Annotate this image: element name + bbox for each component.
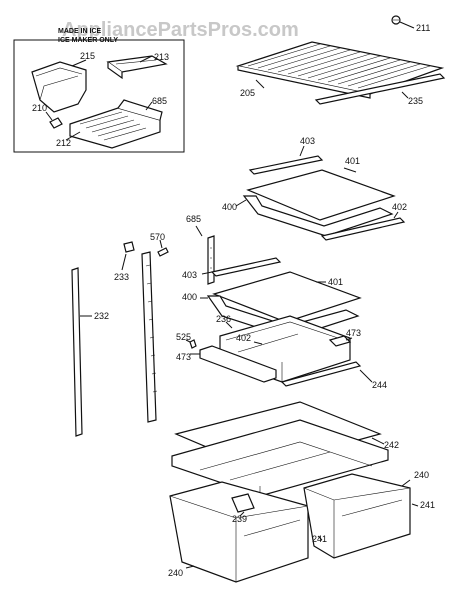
label-236: 236 bbox=[216, 314, 231, 324]
watermark-text: AppliancePartsPros.com bbox=[62, 19, 299, 41]
label-233: 233 bbox=[114, 272, 129, 282]
part-215-ice-bin bbox=[31, 61, 87, 113]
label-403-upper: 403 bbox=[300, 136, 315, 146]
label-235: 235 bbox=[408, 96, 423, 106]
part-212-rack bbox=[69, 99, 163, 149]
part-402-upper-trim bbox=[320, 217, 406, 241]
part-685-bracket bbox=[207, 235, 215, 285]
part-244-rail bbox=[280, 361, 362, 387]
part-403-upper-rail bbox=[248, 155, 324, 175]
label-211: 211 bbox=[416, 23, 430, 33]
part-401-upper-glass bbox=[246, 169, 396, 221]
part-239-divider bbox=[231, 493, 255, 513]
label-525: 525 bbox=[176, 332, 191, 342]
label-401-upper: 401 bbox=[345, 156, 360, 166]
part-400-upper-frame bbox=[242, 195, 394, 237]
label-239: 239 bbox=[232, 514, 247, 524]
label-241-left: 241 bbox=[312, 534, 327, 544]
part-211-cap bbox=[391, 15, 401, 25]
label-244: 244 bbox=[372, 380, 387, 390]
label-403-middle: 403 bbox=[182, 270, 197, 280]
part-233-bracket-ladder bbox=[141, 251, 158, 423]
inset-title-line1: MADE IN ICE bbox=[58, 28, 102, 35]
part-240-left-drawer bbox=[169, 481, 309, 583]
label-215: 215 bbox=[80, 51, 95, 61]
label-205: 205 bbox=[240, 88, 255, 98]
inset-frame bbox=[13, 39, 185, 153]
inset-title-line2: ICE MAKER ONLY bbox=[58, 37, 118, 44]
label-685-inset: 685 bbox=[152, 96, 167, 106]
part-213-tray bbox=[106, 55, 168, 80]
label-232: 232 bbox=[94, 311, 109, 321]
part-403-middle-rail bbox=[210, 257, 282, 277]
part-473-right-slide bbox=[328, 335, 352, 347]
label-400-upper: 400 bbox=[222, 202, 237, 212]
part-401-middle-glass bbox=[212, 271, 362, 323]
label-213: 213 bbox=[154, 52, 169, 62]
label-240-right: 240 bbox=[414, 470, 429, 480]
label-210: 210 bbox=[32, 103, 47, 113]
label-212: 212 bbox=[56, 138, 71, 148]
part-205-wire-shelf bbox=[235, 41, 445, 99]
label-685-side: 685 bbox=[186, 214, 201, 224]
part-235-rail bbox=[314, 73, 446, 105]
part-525-screw bbox=[189, 339, 197, 349]
label-401-middle: 401 bbox=[328, 277, 343, 287]
label-402-upper: 402 bbox=[392, 202, 407, 212]
label-241-right: 241 bbox=[420, 500, 435, 510]
label-402-middle: 402 bbox=[236, 333, 251, 343]
label-473-right: 473 bbox=[346, 328, 361, 338]
part-233-clip bbox=[123, 241, 135, 253]
label-473-left: 473 bbox=[176, 352, 191, 362]
part-570-screw bbox=[157, 247, 169, 257]
label-240-left: 240 bbox=[168, 568, 183, 578]
label-400-middle: 400 bbox=[182, 292, 197, 302]
part-210-clip bbox=[49, 117, 63, 129]
part-240-right-drawer bbox=[303, 473, 411, 559]
part-crisper-frame bbox=[171, 419, 389, 497]
label-242: 242 bbox=[384, 440, 399, 450]
part-232-side-rail bbox=[71, 267, 83, 437]
part-473-left-slide bbox=[199, 345, 277, 383]
ice-maker-inset: MADE IN ICE ICE MAKER ONLY 21 bbox=[13, 28, 185, 153]
label-570: 570 bbox=[150, 232, 165, 242]
